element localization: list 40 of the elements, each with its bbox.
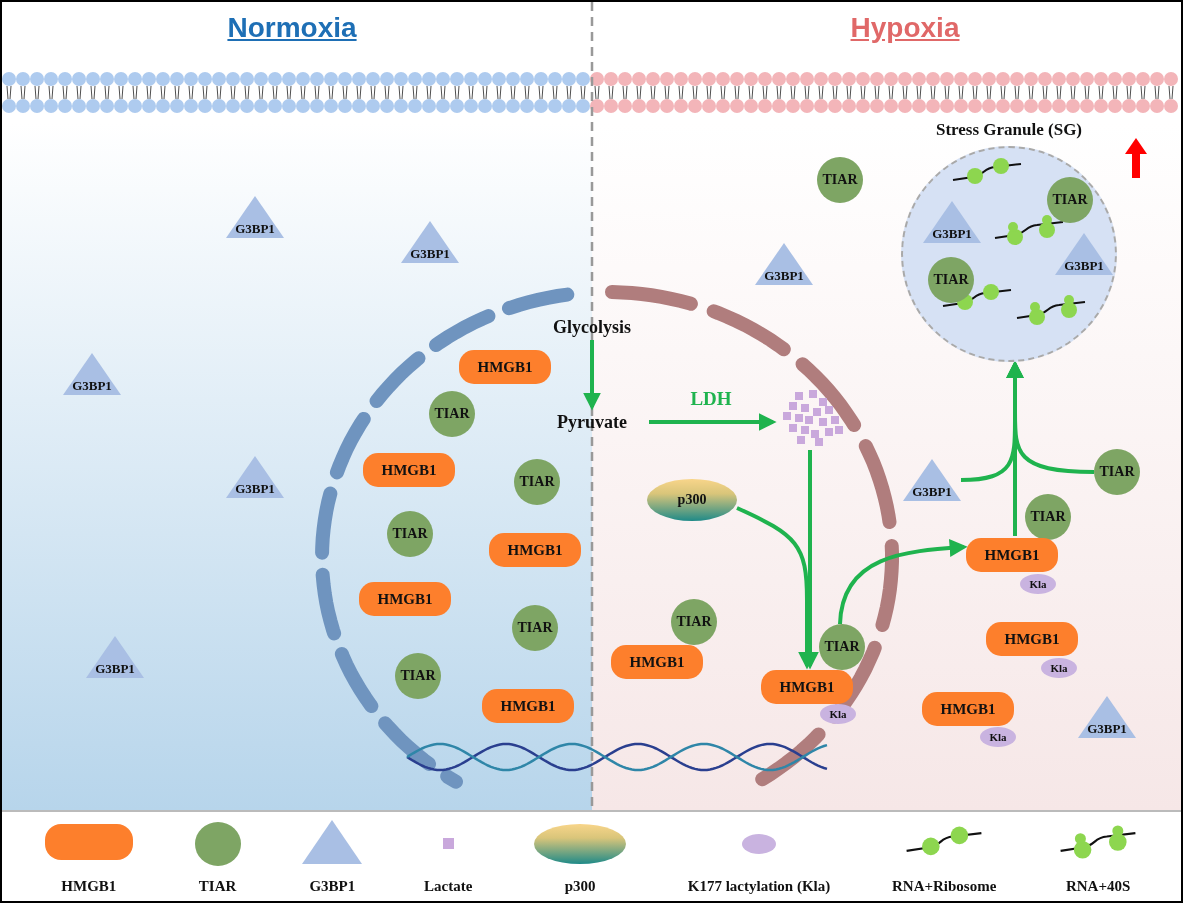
arrow <box>583 340 601 411</box>
g3bp1-protein: G3BP1 <box>226 196 284 238</box>
g3bp1-protein: G3BP1 <box>1055 233 1113 275</box>
hmgb1-protein: HMGB1 <box>611 645 703 679</box>
tiar-protein: TIAR <box>928 257 974 303</box>
hmgb1-protein: HMGB1 <box>761 670 853 704</box>
condition-heading: Hypoxia <box>850 12 960 44</box>
arrow <box>838 539 968 625</box>
pathway-step-label: Pyruvate <box>537 409 647 435</box>
legend-label: HMGB1 <box>61 878 117 895</box>
legend-label: K177 lactylation (Kla) <box>687 878 831 895</box>
hmgb1-protein: HMGB1 <box>922 692 1014 726</box>
hmgb1-protein: HMGB1 <box>359 582 451 616</box>
hmgb1-protein: HMGB1 <box>482 689 574 723</box>
g3bp1-protein: G3BP1 <box>755 243 813 285</box>
g3bp1-protein: G3BP1 <box>903 459 961 501</box>
g3bp1-protein: G3BP1 <box>226 456 284 498</box>
g3bp1-protein: G3BP1 <box>923 201 981 243</box>
hmgb1-protein: HMGB1 <box>986 622 1078 656</box>
g3bp1-protein: G3BP1 <box>63 353 121 395</box>
legend-label: RNA+Ribosome <box>892 878 997 895</box>
stress-granule-title: Stress Granule (SG) <box>934 120 1084 141</box>
hmgb1-protein: HMGB1 <box>489 533 581 567</box>
hmgb1-protein: HMGB1 <box>459 350 551 384</box>
g3bp1-protein: G3BP1 <box>1078 696 1136 738</box>
tiar-protein: TIAR <box>1047 177 1093 223</box>
pathway-step-label: Glycolysis <box>537 314 647 340</box>
legend-label: Lactate <box>424 878 473 895</box>
arrow <box>1006 360 1095 474</box>
g3bp1-protein: G3BP1 <box>401 221 459 263</box>
hmgb1-protein: HMGB1 <box>966 538 1058 572</box>
legend-label: RNA+40S <box>1065 878 1131 895</box>
arrow <box>649 413 777 431</box>
edge-label: LDH <box>690 388 732 410</box>
legend-label: p300 <box>564 878 596 895</box>
legend-label: TIAR <box>198 878 237 895</box>
condition-heading: Normoxia <box>227 12 357 44</box>
g3bp1-protein: G3BP1 <box>86 636 144 678</box>
legend-label: G3BP1 <box>309 878 356 895</box>
hmgb1-protein: HMGB1 <box>363 453 455 487</box>
